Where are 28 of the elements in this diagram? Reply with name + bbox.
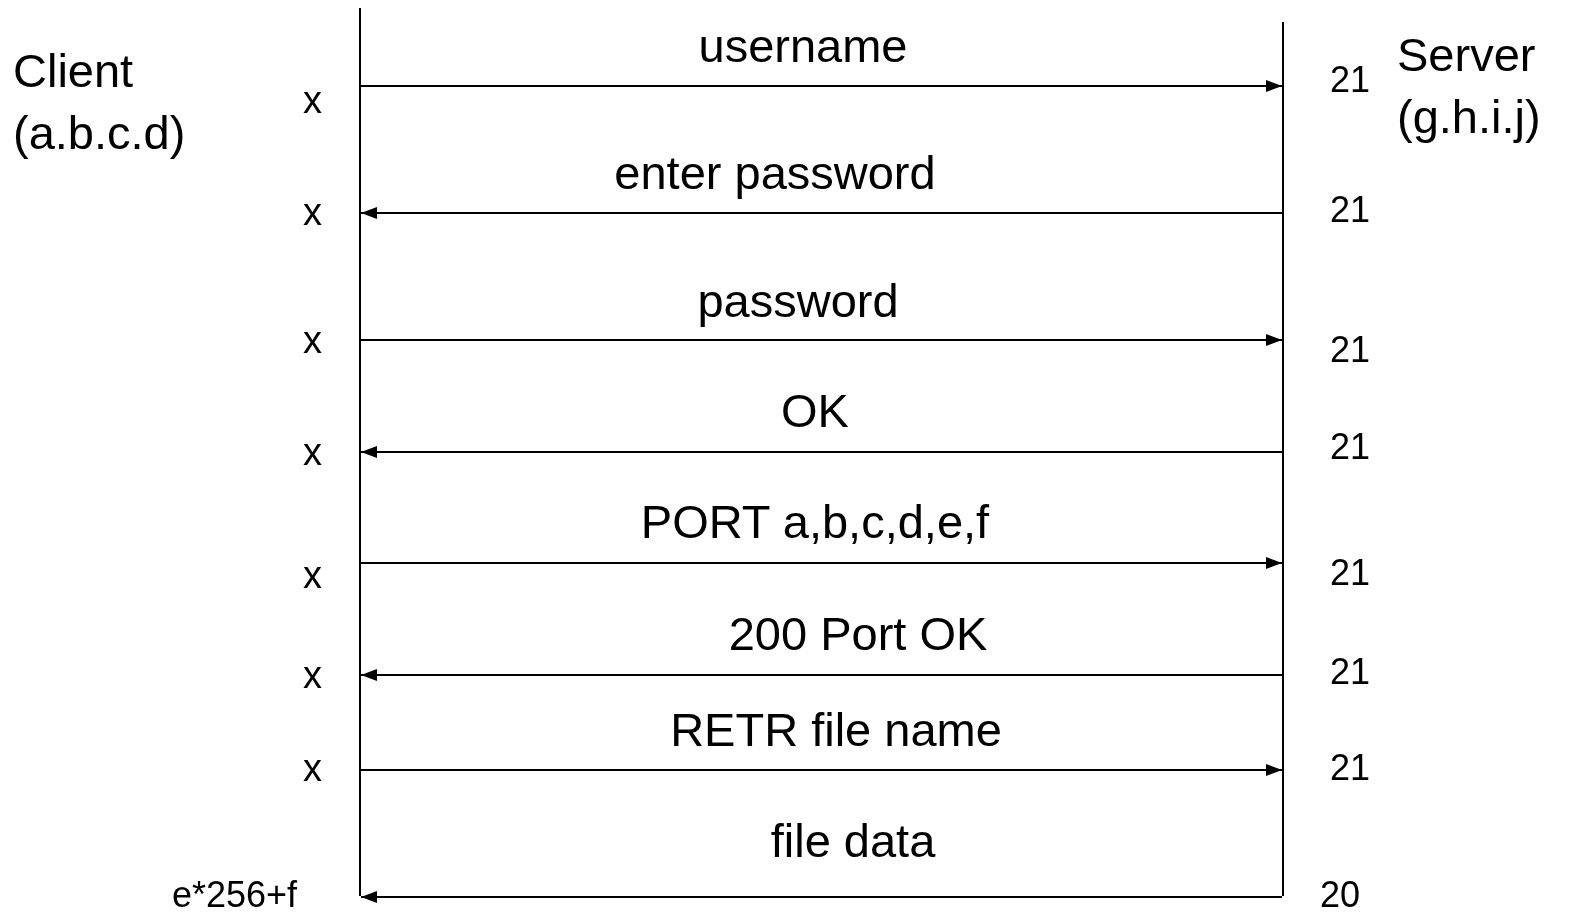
port-label: x	[303, 321, 322, 359]
arrow	[360, 891, 1283, 903]
port-label: 21	[1330, 654, 1370, 690]
port-label: 21	[1330, 192, 1370, 228]
arrow	[360, 669, 1283, 681]
arrow	[360, 207, 1283, 219]
port-label: 21	[1330, 332, 1370, 368]
arrow	[360, 764, 1283, 776]
port-label: 20	[1320, 877, 1360, 913]
lifeline	[359, 8, 361, 896]
participant-label: Client (a.b.c.d)	[13, 43, 187, 161]
port-label: x	[303, 556, 322, 594]
port-label: 21	[1330, 555, 1370, 591]
arrow	[360, 80, 1283, 92]
arrow	[360, 334, 1283, 346]
arrow	[360, 446, 1283, 458]
port-label: e*256+f	[171, 877, 297, 913]
port-label: x	[303, 656, 322, 694]
port-label: 21	[1330, 62, 1370, 98]
port-label: 21	[1330, 750, 1370, 786]
participant-label: Server (g.h.i.j)	[1397, 27, 1542, 145]
lifeline	[1282, 22, 1284, 896]
port-label: x	[303, 433, 322, 471]
port-label: x	[303, 749, 322, 787]
port-label: 21	[1330, 429, 1370, 465]
arrow	[360, 557, 1283, 569]
port-label: x	[303, 81, 322, 119]
port-label: x	[303, 193, 322, 231]
